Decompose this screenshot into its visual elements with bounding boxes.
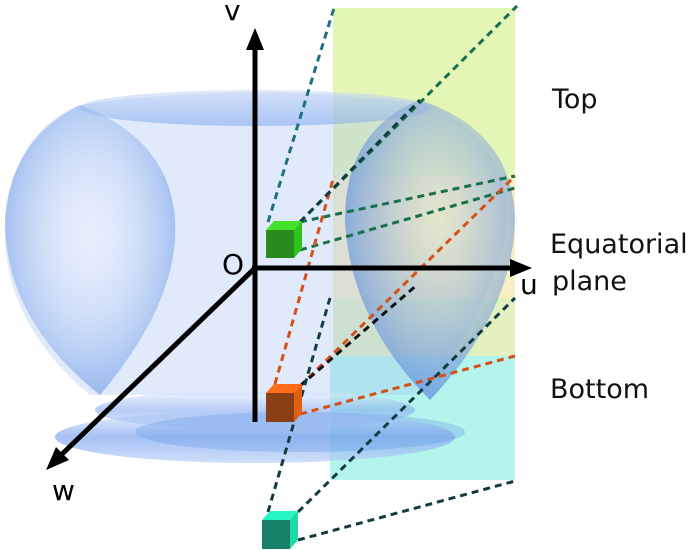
u-axis-arrow — [510, 259, 532, 277]
w-axis-label: w — [52, 474, 75, 507]
axes — [46, 28, 532, 470]
right-lobe — [345, 100, 515, 400]
equatorial-label: Equatorial — [550, 229, 688, 260]
w-axis — [56, 266, 257, 460]
top-label: Top — [551, 84, 598, 115]
dark-line — [297, 479, 516, 542]
projection-lines — [266, 4, 519, 542]
left-lobe — [5, 105, 176, 395]
bottom-disc-inner — [135, 412, 465, 452]
u-axis-label: u — [520, 268, 538, 301]
v-axis-arrow — [246, 28, 264, 50]
orange-line — [273, 175, 336, 385]
bottom-label: Bottom — [550, 374, 649, 405]
green-line — [299, 174, 516, 224]
orange-line — [299, 354, 516, 416]
dark-line — [298, 98, 422, 224]
origin-label: O — [222, 248, 244, 281]
orange-line — [299, 282, 419, 388]
green-line — [299, 186, 516, 252]
v-axis-label: v — [224, 0, 241, 27]
w-axis-arrow — [46, 447, 69, 470]
plane-label: plane — [552, 266, 627, 297]
dark-line — [296, 296, 517, 514]
cube-bottom — [262, 511, 298, 549]
cube-equatorial — [266, 384, 302, 422]
cube-top — [266, 221, 302, 258]
orange-line — [298, 174, 517, 388]
green-line — [266, 7, 336, 223]
